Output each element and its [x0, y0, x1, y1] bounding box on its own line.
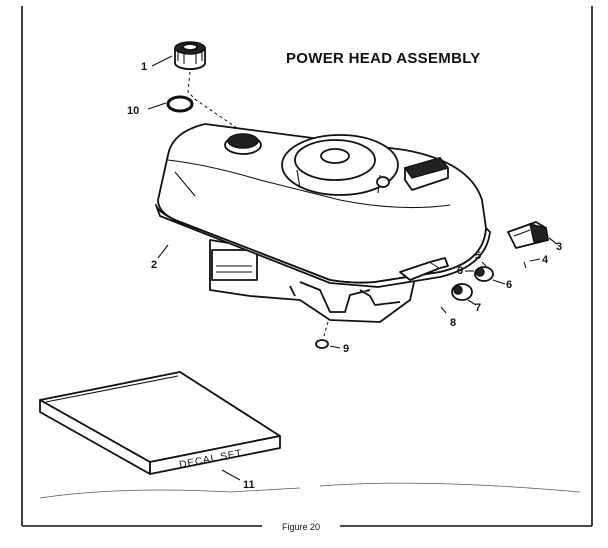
- callout-1: 1: [141, 61, 147, 73]
- oring-alignment-line: [323, 321, 329, 337]
- leader-10: [147, 102, 167, 110]
- cap-gasket-part-10: [166, 95, 194, 113]
- bushing-part-7: [451, 283, 473, 301]
- cap-alignment-line: [187, 71, 241, 131]
- diagram-title: POWER HEAD ASSEMBLY: [286, 50, 481, 67]
- leader-5: [481, 261, 487, 267]
- callout-2: 2: [151, 259, 157, 271]
- callout-7: 7: [475, 302, 481, 314]
- callout-3: 3: [556, 241, 562, 253]
- leader-4: [523, 261, 527, 269]
- leader-1: [151, 55, 173, 67]
- leader-11: [221, 469, 241, 481]
- leader-3: [548, 237, 558, 245]
- power-head-housing-part-2: [155, 123, 491, 323]
- fitting-part-6: [474, 266, 494, 282]
- leader-8: [440, 306, 447, 314]
- scan-artifact-line-2: [319, 482, 581, 493]
- leader-7: [467, 299, 477, 306]
- leader-9: [329, 345, 341, 349]
- scan-artifact-line: [39, 487, 301, 499]
- figure-caption: Figure 20: [282, 522, 320, 532]
- callout-6-left: 6: [457, 265, 463, 277]
- fuel-cap-part-1: [174, 41, 206, 70]
- control-knob-part-3: [507, 221, 549, 249]
- callout-4: 4: [542, 254, 549, 266]
- callout-10: 10: [127, 105, 139, 117]
- callout-8: 8: [450, 317, 456, 329]
- leader-6-right: [492, 279, 506, 285]
- leader-2: [157, 244, 169, 259]
- oring-part-9: [315, 339, 329, 349]
- callout-6-right: 6: [506, 279, 512, 291]
- decal-set-part-11: [39, 371, 281, 475]
- callout-5: 5: [475, 250, 481, 262]
- leader-4b: [529, 258, 541, 262]
- callout-9: 9: [343, 343, 349, 355]
- callout-11: 11: [243, 479, 255, 491]
